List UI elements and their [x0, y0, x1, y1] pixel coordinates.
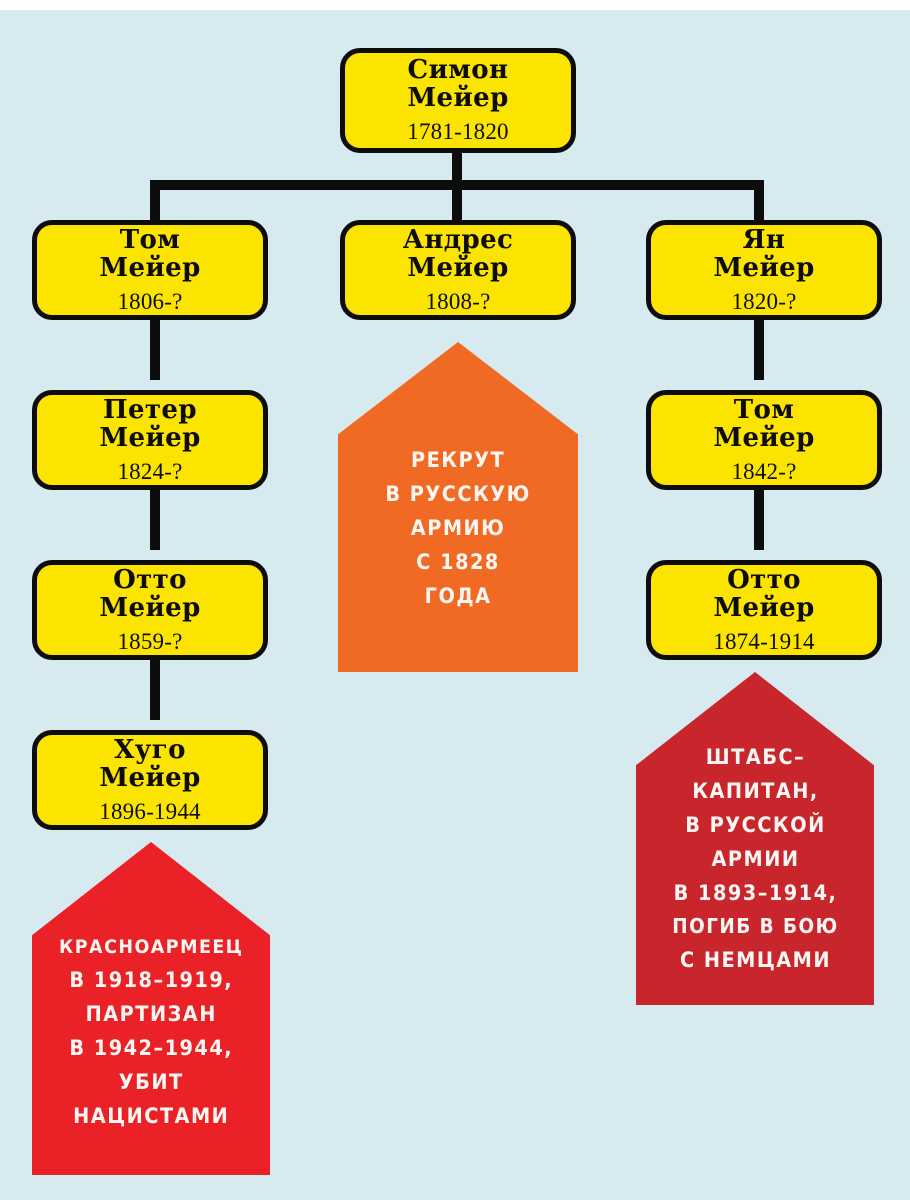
banner-red-army-line-6: НАЦИСТАМИ	[72, 1103, 230, 1128]
person-name-tom-meyer-1842: Том Мейер	[713, 396, 814, 452]
person-node-otto-meyer-1874[interactable]: Отто Мейер 1874-1914	[646, 560, 882, 660]
person-name-line1: Отто	[113, 564, 187, 595]
person-name-hugo-meyer-1896: Хуго Мейер	[99, 736, 200, 792]
person-years-otto-meyer-1859: 1859-?	[117, 628, 183, 654]
connector-tom1806-peter	[150, 315, 160, 380]
banner-recruit: РЕКРУТ В РУССКУЮ АРМИЮ С 1828 ГОДА	[338, 342, 578, 672]
connector-drop-yan	[754, 180, 764, 225]
connector-drop-andres	[452, 180, 462, 225]
person-name-line2: Мейер	[713, 252, 815, 283]
person-name-tom-meyer-1806: Том Мейер	[99, 226, 200, 282]
banner-stabs-kapitan-line-7: С НЕМЦАМИ	[679, 947, 831, 972]
banner-stabs-kapitan: ШТАБС– КАПИТАН, В РУССКОЙ АРМИИ В 1893–1…	[636, 672, 874, 1005]
connector-drop-tom1806	[150, 180, 160, 225]
person-name-line2: Мейер	[99, 252, 201, 283]
person-node-hugo-meyer-1896[interactable]: Хуго Мейер 1896-1944	[32, 730, 268, 830]
person-node-otto-meyer-1859[interactable]: Отто Мейер 1859-?	[32, 560, 268, 660]
person-name-line2: Мейер	[713, 422, 815, 453]
person-name-andres-meyer-1808: Андрес Мейер	[403, 226, 514, 282]
person-name-line1: Отто	[727, 564, 801, 595]
person-name-simon-meyer: Симон Мейер	[407, 56, 508, 112]
banner-recruit-line-5: ГОДА	[424, 584, 492, 609]
person-name-line1: Симон	[407, 55, 509, 86]
person-name-line1: Андрес	[402, 224, 514, 255]
banner-stabs-kapitan-line-5: В 1893–1914,	[673, 881, 837, 906]
connector-peter-otto1859	[150, 485, 160, 550]
family-tree-canvas: РЕКРУТ В РУССКУЮ АРМИЮ С 1828 ГОДА КРАСН…	[0, 10, 910, 1200]
person-name-line1: Том	[733, 394, 795, 425]
person-name-line2: Мейер	[713, 592, 815, 623]
banner-stabs-kapitan-line-2: КАПИТАН,	[691, 779, 819, 804]
person-name-yan-meyer-1820: Ян Мейер	[713, 226, 814, 282]
banner-stabs-kapitan-text: ШТАБС– КАПИТАН, В РУССКОЙ АРМИИ В 1893–1…	[664, 740, 845, 976]
banner-red-army-line-3: ПАРТИЗАН	[85, 1001, 217, 1026]
banner-red-army-text: КРАСНОАРМЕЕЦ В 1918–1919, ПАРТИЗАН В 194…	[51, 932, 250, 1133]
person-node-simon-meyer[interactable]: Симон Мейер 1781-1820	[340, 48, 576, 153]
banner-recruit-line-4: С 1828	[416, 550, 500, 574]
connector-tom1842-otto1874	[754, 485, 764, 550]
banner-recruit-line-2: В РУССКУЮ	[385, 481, 531, 506]
banner-red-army: КРАСНОАРМЕЕЦ В 1918–1919, ПАРТИЗАН В 194…	[32, 842, 270, 1175]
person-node-tom-meyer-1842[interactable]: Том Мейер 1842-?	[646, 390, 882, 490]
banner-recruit-line-3: АРМИЮ	[410, 515, 506, 540]
person-node-andres-meyer-1808[interactable]: Андрес Мейер 1808-?	[340, 220, 576, 320]
person-years-yan-meyer-1820: 1820-?	[731, 288, 797, 314]
connector-root-stem	[452, 147, 462, 185]
person-name-line2: Мейер	[99, 422, 201, 453]
person-name-line1: Ян	[742, 224, 786, 255]
person-name-line1: Петер	[103, 394, 197, 425]
person-node-yan-meyer-1820[interactable]: Ян Мейер 1820-?	[646, 220, 882, 320]
person-name-line1: Том	[119, 224, 181, 255]
connector-yan-tom1842	[754, 315, 764, 380]
person-years-hugo-meyer-1896: 1896-1944	[99, 798, 201, 824]
person-years-otto-meyer-1874: 1874-1914	[713, 628, 815, 654]
banner-red-army-line-2: В 1918–1919,	[69, 967, 233, 992]
person-node-peter-meyer-1824[interactable]: Петер Мейер 1824-?	[32, 390, 268, 490]
banner-stabs-kapitan-line-4: АРМИИ	[710, 847, 800, 872]
person-name-peter-meyer-1824: Петер Мейер	[99, 396, 200, 452]
person-name-line2: Мейер	[407, 83, 509, 114]
person-name-otto-meyer-1859: Отто Мейер	[99, 566, 200, 622]
person-name-line2: Мейер	[99, 762, 201, 793]
banner-stabs-kapitan-line-1: ШТАБС–	[705, 745, 805, 770]
banner-red-army-line-5: УБИТ	[118, 1069, 184, 1094]
person-years-tom-meyer-1806: 1806-?	[117, 288, 183, 314]
person-node-tom-meyer-1806[interactable]: Том Мейер 1806-?	[32, 220, 268, 320]
banner-stabs-kapitan-line-3: В РУССКОЙ	[684, 813, 826, 838]
banner-red-army-line-1: КРАСНОАРМЕЕЦ	[58, 936, 244, 959]
banner-stabs-kapitan-line-6: ПОГИБ В БОЮ	[671, 914, 839, 939]
person-name-otto-meyer-1874: Отто Мейер	[713, 566, 814, 622]
person-years-andres-meyer-1808: 1808-?	[425, 288, 491, 314]
connector-otto1859-hugo	[150, 655, 160, 720]
banner-recruit-line-1: РЕКРУТ	[410, 447, 506, 472]
person-years-simon-meyer: 1781-1820	[407, 119, 509, 145]
person-years-peter-meyer-1824: 1824-?	[117, 458, 183, 484]
banner-red-army-line-4: В 1942–1944,	[69, 1035, 233, 1060]
person-name-line2: Мейер	[99, 592, 201, 623]
person-name-line1: Хуго	[114, 734, 186, 765]
person-years-tom-meyer-1842: 1842-?	[731, 458, 797, 484]
banner-recruit-text: РЕКРУТ В РУССКУЮ АРМИЮ С 1828 ГОДА	[378, 443, 538, 613]
person-name-line2: Мейер	[407, 252, 509, 283]
